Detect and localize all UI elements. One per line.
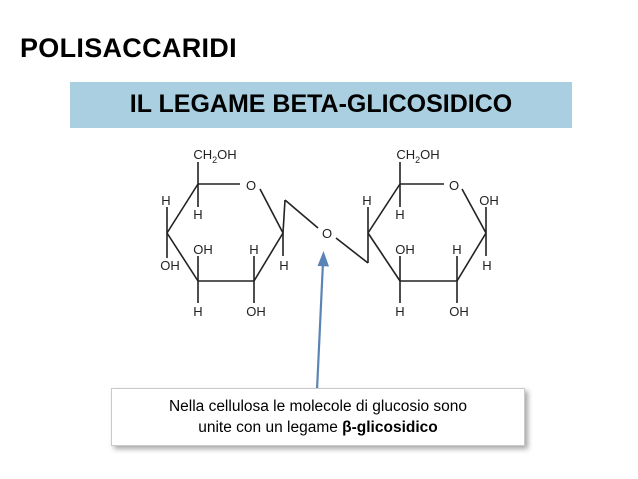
right-ch2oh-label: CH2OH — [396, 147, 439, 165]
left-h-inner-right: H — [249, 242, 258, 257]
left-ch2oh-label: CH2OH — [193, 147, 236, 165]
left-h-bottom: H — [193, 304, 202, 319]
right-h-right: H — [482, 258, 491, 273]
left-h-inner: H — [193, 207, 202, 222]
glycosidic-oxygen: O — [322, 226, 332, 241]
right-h-inner: H — [395, 207, 404, 222]
left-h-right: H — [279, 258, 288, 273]
section-banner: IL LEGAME BETA-GLICOSIDICO — [70, 82, 572, 128]
left-oh-inner: OH — [193, 242, 213, 257]
callout-line-1: Nella cellulosa le molecole di glucosio … — [168, 398, 468, 415]
right-oh-bottom: OH — [449, 304, 469, 319]
banner-title: IL LEGAME BETA-GLICOSIDICO — [129, 90, 513, 118]
callout-bold-term: β-glicosidico — [342, 419, 438, 436]
left-oh-left: OH — [160, 258, 180, 273]
left-h-top-left: H — [161, 193, 170, 208]
left-oh-bottom: OH — [246, 304, 266, 319]
callout-text: Nella cellulosa le molecole di glucosio … — [112, 396, 524, 438]
right-h-bottom: H — [395, 304, 404, 319]
callout-line-2: unite con un legame β-glicosidico — [198, 419, 438, 436]
right-oh-right: OH — [479, 193, 499, 208]
bond-lines — [166, 162, 487, 303]
right-ring-oxygen: O — [449, 178, 459, 193]
right-h-inner-right: H — [452, 242, 461, 257]
page-title: POLISACCARIDI — [20, 33, 237, 63]
callout-box: Nella cellulosa le molecole di glucosio … — [111, 388, 525, 446]
pointer-arrow — [315, 251, 329, 391]
right-oh-inner: OH — [395, 242, 415, 257]
left-ring-oxygen: O — [246, 178, 256, 193]
right-h-top-left: H — [362, 193, 371, 208]
